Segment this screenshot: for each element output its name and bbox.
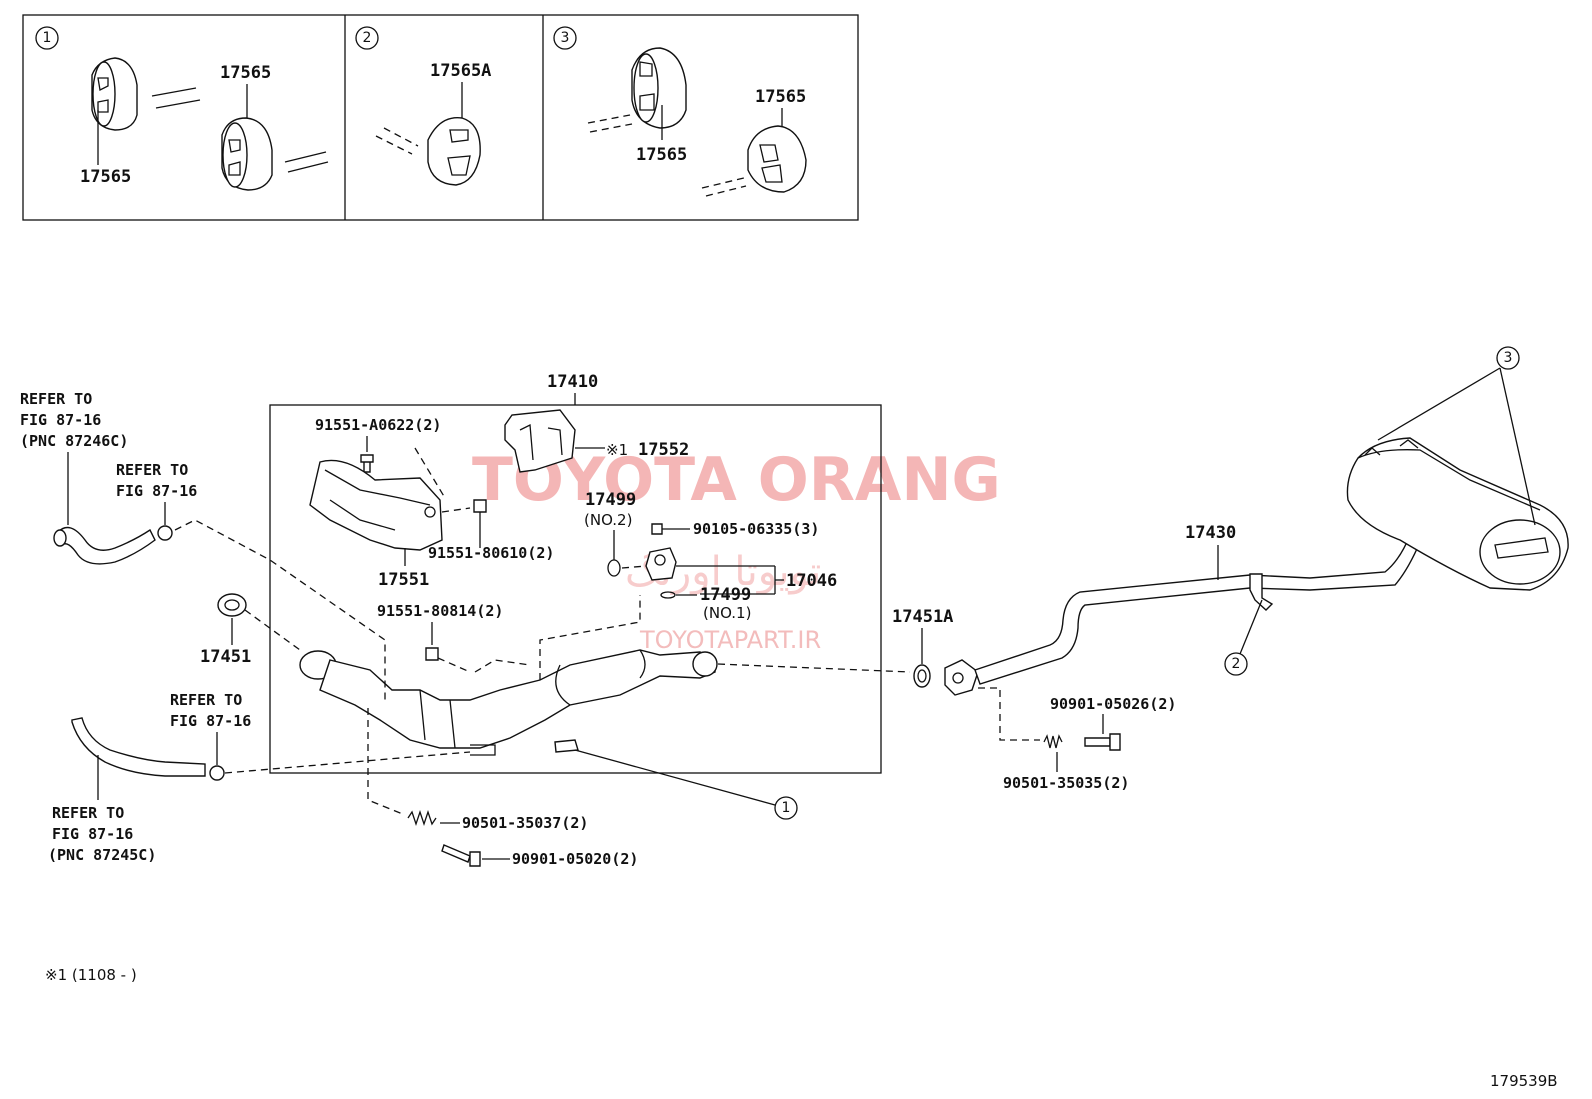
callout-circle-3 xyxy=(1496,346,1520,370)
panel-number: 1 xyxy=(43,30,52,46)
part-label-91551-A0622: 91551-A0622(2) xyxy=(315,416,441,434)
part-label-90901-05020: 90901-05020(2) xyxy=(512,850,638,868)
hanger-rubber-icon xyxy=(631,47,687,129)
panel-number: 2 xyxy=(363,30,372,46)
tail-pipe-icon xyxy=(974,533,1421,685)
hanger-rubber-icon xyxy=(427,116,481,186)
footnote: ※1 (1108 - ) xyxy=(45,966,137,984)
panel-number-circle xyxy=(553,26,577,50)
bolt-icon xyxy=(1084,733,1121,751)
gasket-icon xyxy=(660,591,676,599)
bolt-icon xyxy=(651,523,663,535)
hanger-rubber-icon xyxy=(91,57,138,131)
part-note-17552: ※1 xyxy=(606,441,628,459)
part-label-17046: 17046 xyxy=(786,571,837,591)
callout-circle-2 xyxy=(1224,652,1248,676)
muffler-icon xyxy=(1346,437,1569,591)
inset-panels: 1 17565 17565 2 17565A xyxy=(22,14,859,221)
callout-circle-1 xyxy=(774,796,798,820)
part-label-91551-80610: 91551-80610(2) xyxy=(428,544,554,562)
ref-text: REFER TO xyxy=(170,691,242,709)
clamp-icon xyxy=(157,525,173,541)
ref-text: FIG 87-16 xyxy=(52,825,133,843)
watermark-site: TOYOTAPART.IR xyxy=(639,626,821,654)
callout-2: 2 xyxy=(1232,656,1241,672)
callout-1: 1 xyxy=(782,800,791,816)
part-label-90105-06335: 90105-06335(3) xyxy=(693,520,819,538)
callout-3: 3 xyxy=(1504,350,1513,366)
inset-panel-2: 2 17565A xyxy=(355,26,491,186)
part-label-90901-05026: 90901-05026(2) xyxy=(1050,695,1176,713)
part-sub-17499-no1: (NO.1) xyxy=(703,604,751,622)
assembly-box xyxy=(269,404,882,774)
watermark: TOYOTA ORANG تویوتا اورنگ TOYOTAPART.IR xyxy=(472,445,1001,654)
part-label: 17565 xyxy=(220,63,271,83)
bottom-fasteners: 90501-35037(2) 90901-05020(2) xyxy=(367,708,638,868)
valve-icon xyxy=(645,547,677,581)
part-sub-17499-no2: (NO.2) xyxy=(584,511,632,529)
ref-text: REFER TO xyxy=(52,804,124,822)
part-label-17430: 17430 xyxy=(1185,523,1236,543)
part-label-17499-no2: 17499 xyxy=(585,490,636,510)
part-label-17552: 17552 xyxy=(638,440,689,460)
part-label: 17565 xyxy=(755,87,806,107)
part-label-17499-no1: 17499 xyxy=(700,585,751,605)
spring-icon xyxy=(407,809,437,827)
ref-text: FIG 87-16 xyxy=(20,411,101,429)
part-label: 17565 xyxy=(80,167,131,187)
part-label-90501-35037: 90501-35037(2) xyxy=(462,814,588,832)
bolt-icon xyxy=(441,844,481,867)
ref-text: FIG 87-16 xyxy=(116,482,197,500)
ref-text: (PNC 87245C) xyxy=(48,846,156,864)
hanger-rubber-icon xyxy=(747,125,807,193)
hose-icon xyxy=(71,717,206,777)
bolt-icon xyxy=(473,499,487,513)
spring-icon xyxy=(1043,734,1063,749)
part-label-17451A: 17451A xyxy=(892,607,953,627)
inset-panel-3: 3 17565 17565 xyxy=(553,26,807,197)
heat-insulator-icon xyxy=(309,459,443,551)
ref-text: (PNC 87246C) xyxy=(20,432,128,450)
panel-number: 3 xyxy=(561,30,570,46)
clamp-icon xyxy=(209,765,225,781)
part-label: 17565A xyxy=(430,61,491,81)
pipe-hanger-icon xyxy=(1249,573,1274,611)
catalytic-converter-icon xyxy=(299,649,718,756)
part-label-17410: 17410 xyxy=(547,372,598,392)
diagram-code: 179539B xyxy=(1490,1072,1558,1090)
part-label: 17565 xyxy=(636,145,687,165)
part-label-91551-80814: 91551-80814(2) xyxy=(377,602,503,620)
ref-text: REFER TO xyxy=(20,390,92,408)
flange-icon xyxy=(944,659,979,696)
bolt-icon xyxy=(425,647,439,661)
catalytic-assembly-group: 17410 ※1 17552 91551-A0622(2) 91551-8061… xyxy=(269,372,882,774)
ref-text: REFER TO xyxy=(116,461,188,479)
gasket-ring-icon xyxy=(913,664,931,688)
inset-frame xyxy=(22,14,859,221)
hose-icon xyxy=(53,526,156,565)
bracket-icon xyxy=(504,409,576,473)
tail-pipe-group: 17451A 17430 2 3 xyxy=(717,346,1569,792)
hanger-rubber-icon xyxy=(221,117,273,191)
gasket-icon xyxy=(607,559,621,577)
panel-number-circle xyxy=(355,26,379,50)
left-hoses: REFER TO FIG 87-16 (PNC 87246C) REFER TO… xyxy=(20,390,471,864)
bolt-icon xyxy=(360,454,374,473)
ref-text: FIG 87-16 xyxy=(170,712,251,730)
inset-panel-1: 1 17565 17565 xyxy=(35,26,329,191)
part-label-90501-35035: 90501-35035(2) xyxy=(1003,774,1129,792)
part-label-17451: 17451 xyxy=(200,647,251,667)
gasket-ring-icon xyxy=(217,593,247,617)
part-label-17551: 17551 xyxy=(378,570,429,590)
panel-number-circle xyxy=(35,26,59,50)
